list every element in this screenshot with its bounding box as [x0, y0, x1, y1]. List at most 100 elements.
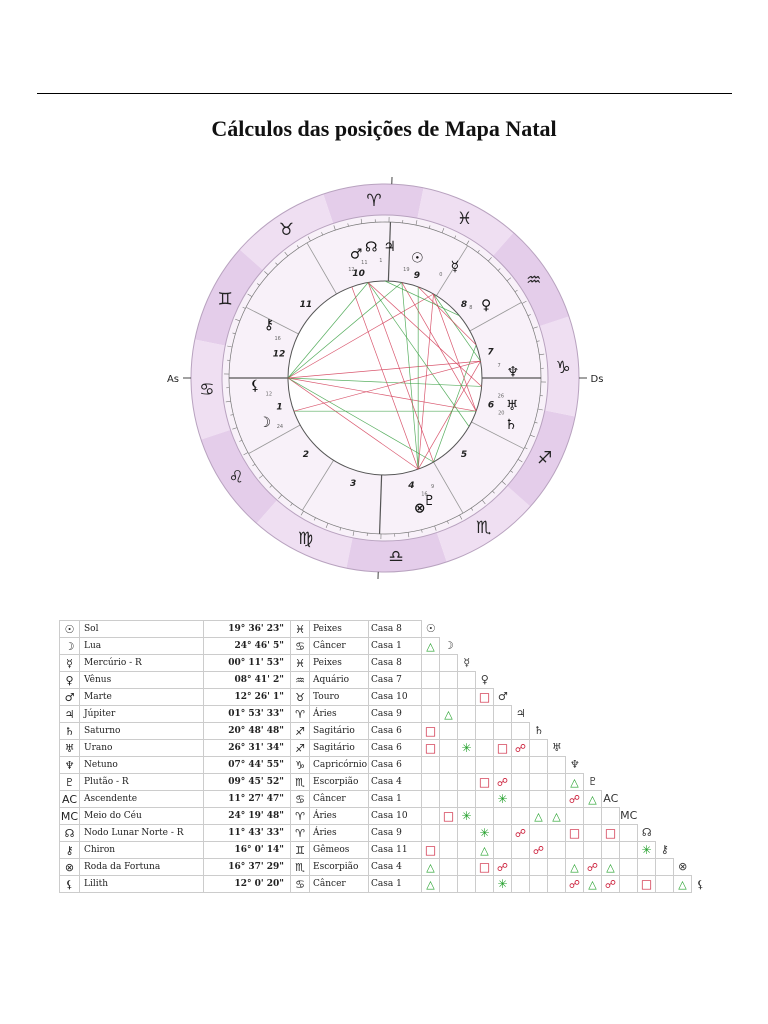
- planet-degree: 16: [274, 336, 280, 342]
- aspect-empty: [638, 774, 656, 791]
- planet-name: Chiron: [79, 841, 204, 859]
- aspect-cell: [439, 654, 458, 672]
- trine-icon: △: [678, 877, 687, 891]
- aspect-empty: [620, 621, 638, 638]
- degree-tick: [524, 447, 528, 450]
- aspect-cell: [457, 790, 476, 808]
- sign-name: Gêmeos: [309, 841, 369, 859]
- aspect-diagonal: ⊗: [678, 860, 688, 874]
- aspect-line: [287, 282, 403, 379]
- aspect-empty: [566, 723, 584, 740]
- zodiac-sign-glyph: ♌: [229, 468, 244, 488]
- sign-symbol-icon: ♑: [290, 756, 310, 774]
- aspect-empty: [692, 723, 710, 740]
- aspect-empty: [674, 757, 692, 774]
- planet-glyph: ♆: [507, 364, 520, 380]
- aspect-cell: [547, 824, 566, 842]
- aspect-empty: [674, 638, 692, 655]
- house-number: 10: [352, 269, 365, 279]
- zodiac-sign-glyph: ♐: [537, 449, 552, 469]
- aspect-line: [287, 282, 369, 379]
- planet-symbol-icon: ☿: [59, 654, 80, 672]
- planet-glyph: ♃: [383, 239, 396, 255]
- degree-tick: [481, 499, 486, 505]
- house-number: 1: [276, 402, 282, 412]
- aspect-cell: [457, 841, 476, 859]
- ds-label: Ds: [591, 374, 604, 385]
- house-name: Casa 6: [368, 756, 422, 774]
- aspect-cell: ☍: [493, 858, 512, 876]
- aspect-line: [433, 293, 477, 412]
- aspect-cell: □: [439, 807, 458, 825]
- aspect-cell: □: [421, 722, 440, 740]
- planet-degree: 26: [498, 393, 504, 399]
- aspect-empty: [692, 791, 710, 808]
- aspect-cell: [511, 773, 530, 791]
- planet-name: Netuno: [79, 756, 204, 774]
- house-number: 8: [461, 300, 467, 310]
- aspect-empty: [602, 638, 620, 655]
- planet-name: Nodo Lunar Norte - R: [79, 824, 204, 842]
- opposition-icon: ☍: [604, 877, 617, 891]
- aspect-empty: [584, 740, 602, 757]
- aspect-cell: [421, 824, 440, 842]
- aspect-empty: [656, 672, 674, 689]
- aspect-empty: [620, 672, 638, 689]
- aspect-empty: [548, 621, 566, 638]
- planet-name: Vênus: [79, 671, 204, 689]
- degree-tick: [256, 283, 260, 286]
- degree-tick: [269, 485, 273, 488]
- degree-tick: [300, 510, 304, 516]
- degree-tick: [514, 289, 518, 293]
- degree-tick: [352, 530, 355, 536]
- aspect-cell: [421, 790, 440, 808]
- aspect-diagonal: ☿: [463, 656, 471, 670]
- aspect-cell: [565, 807, 584, 825]
- planet-symbol-icon: AC: [59, 790, 80, 808]
- aspect-cell: [457, 671, 476, 689]
- aspect-empty: [638, 808, 656, 825]
- degree-tick: [230, 414, 234, 416]
- aspect-empty: [584, 672, 602, 689]
- house-name: Casa 6: [368, 722, 422, 740]
- aspect-empty: [638, 638, 656, 655]
- aspect-cell: △: [421, 858, 440, 876]
- aspect-cell: [421, 705, 440, 723]
- aspect-empty: [692, 740, 710, 757]
- square-icon: □: [640, 877, 653, 891]
- aspect-cell: [439, 858, 458, 876]
- degree-tick: [290, 503, 293, 507]
- planet-position: 19° 36' 23": [203, 620, 291, 638]
- degree-tick: [488, 257, 492, 262]
- degree-tick: [539, 353, 545, 356]
- aspect-cell: [421, 654, 440, 672]
- house-number: 11: [300, 300, 313, 310]
- aspect-empty: [656, 689, 674, 706]
- house-name: Casa 9: [368, 705, 422, 723]
- aspect-empty: [656, 740, 674, 757]
- house-number: 2: [303, 450, 309, 460]
- zodiac-sector: [539, 316, 579, 417]
- aspect-empty: [620, 638, 638, 655]
- sign-name: Touro: [309, 688, 369, 706]
- planet-name: Marte: [79, 688, 204, 706]
- opposition-icon: ☍: [532, 843, 545, 857]
- degree-tick: [347, 223, 349, 227]
- planet-symbol-icon: ♇: [59, 773, 80, 791]
- aspect-cell: [439, 824, 458, 842]
- zodiac-sector: [256, 500, 353, 569]
- degree-tick: [258, 474, 264, 479]
- trine-icon: △: [480, 843, 489, 857]
- house-cusp: [245, 306, 299, 335]
- aspect-cell: [511, 875, 530, 893]
- house-name: Casa 4: [368, 773, 422, 791]
- house-name: Casa 8: [368, 620, 422, 638]
- sign-name: Peixes: [309, 620, 369, 638]
- aspect-cell: ☍: [511, 824, 530, 842]
- opposition-icon: ☍: [586, 860, 599, 874]
- zodiac-sector: [194, 249, 263, 346]
- square-icon: □: [604, 826, 617, 840]
